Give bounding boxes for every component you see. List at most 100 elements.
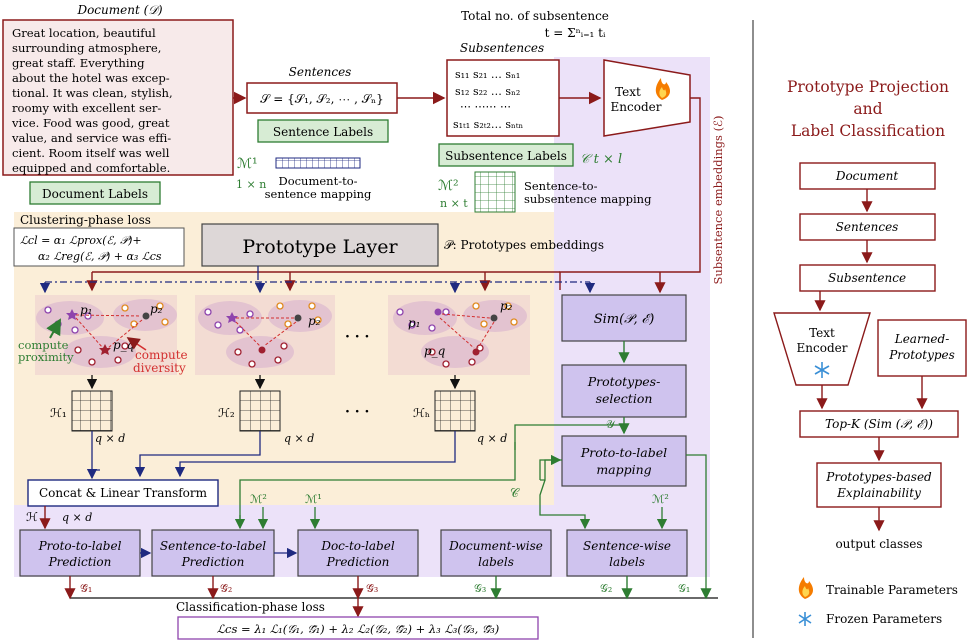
subsent-row: s₁ₜ₁ s₂ₜ₂… sₙₜₙ [453,118,523,131]
sentences-formula: 𝒮 = {𝒮₁, 𝒮₂, ⋯ , 𝒮ₙ} [260,92,384,106]
g1-label: 𝒢₁ [678,582,690,595]
rp-encoder-2: Encoder [797,341,848,355]
cluster-panel-1: p₁ p₂ p_q [35,295,177,375]
doc-labels-2: labels [478,555,514,569]
m2b-pred-symbol: ℳ² [652,492,669,506]
encoder-label-1: Text [615,85,641,99]
proto-label-p2: p₂ [500,299,513,313]
right-title-2: and [853,100,882,118]
document-line: vice. Food was good, great [11,116,170,130]
m2-matrix [474,171,516,213]
rp-explain-box [816,462,942,508]
right-title-3: Label Classification [791,122,945,140]
document-line: value, and service was effi- [11,131,171,145]
rp-learned-box [877,319,967,377]
diversity-arrow [126,337,147,351]
document-line: great staff. Everything [12,56,145,70]
document-line: roomy with excellent ser- [12,101,161,115]
rp-sentences: Sentences [836,220,899,234]
g2-label: 𝒢₂ [600,582,612,595]
g3hat-label: 𝒢̃₃ [366,582,378,595]
h1-label: ℋ₁ [50,406,67,420]
subsent-count-title: Total no. of subsentence [461,9,609,23]
subsent-box [446,59,560,137]
compute-diversity-1: compute [135,348,188,362]
document-line: tional. It was clean, stylish, [12,86,173,100]
g2hat-label: 𝒢̃₂ [220,582,232,595]
doc-pred-2: Prediction [326,555,390,569]
clustering-title: Clustering-phase loss [20,213,151,227]
m2-symbol: ℳ² [438,178,459,194]
doc-pred-box [297,529,419,577]
proto-label-p1: p₁ [80,303,93,317]
selection-label-1: Prototypes- [587,374,661,389]
proto-label-pq: p_q [424,344,446,358]
sentence-pred-box [151,529,275,577]
m2-pred-symbol: ℳ² [250,492,267,506]
clustering-formula-2: α₂ ℒreg(ℰ, 𝒫) + α₃ ℒcs [38,250,162,263]
prototype-layer-label: Prototype Layer [242,236,398,258]
cluster-ellipsis: · · · [345,329,369,345]
classification-loss-box [177,616,539,640]
y-route [514,424,624,450]
text-encoder-shape [603,59,691,137]
h2-dims: q × d [284,432,314,445]
clustering-formula-1: ℒcl = α₁ ℒprox(ℰ, 𝒫)+ [20,234,142,247]
c-symbol: 𝒞 t × l [580,152,622,167]
subsent-title: Subsentences [460,41,544,55]
m2-caption-1: Sentence-to- [524,179,598,193]
rp-explain-2: Explainability [836,486,921,500]
h1-matrix [71,390,113,432]
hh-dims: q × d [477,432,507,445]
m2-dims: n × t [440,197,468,210]
rp-learned-2: Prototypes [888,348,955,362]
document-line: surrounding atmosphere, [12,41,161,55]
proto-pred-2: Prediction [48,555,112,569]
m1-dims: 1 × n [236,178,266,191]
g1hat-label: 𝒢̃₁ [80,582,92,595]
sent-labels-box [566,529,688,577]
subsent-count-formula: t = Σⁿᵢ₌₁ tᵢ [545,26,606,40]
subsent-labels-box [438,143,574,167]
legend-snowflake-icon [798,612,812,626]
prototype-embeddings-label: 𝒫: Prototypes embeddings [444,238,604,252]
classification-title: Classification-phase loss [176,600,325,614]
proto-label-p2: p₂ [308,314,321,328]
sentence-pred-1: Sentence-to-label [160,539,266,553]
g3-label: 𝒢₃ [474,582,486,595]
compute-diversity-2: diversity [133,361,186,375]
mapping-label-1: Proto-to-label [580,445,667,460]
clustering-loss-box [13,227,185,267]
hh-matrix [434,390,476,432]
sentence-labels-text: Sentence Labels [273,125,373,139]
rp-encoder-1: Text [809,326,835,340]
document-line: about the hotel was excep- [12,71,170,85]
sentence-labels-box [257,119,389,143]
h2-label: ℋ₂ [218,406,235,420]
snowflake-icon [814,362,830,378]
selection-label-2: selection [596,391,653,406]
concat-dims: q × d [62,511,92,524]
prototype-star [66,309,78,320]
prototype-layer-box [201,223,439,267]
right-title-1: Prototype Projection [787,78,949,96]
mapping-box [561,435,687,487]
subsent-row: s₁₂ s₂₂ … sₙ₂ [455,85,520,98]
doc-labels-box [440,529,552,577]
legend-frozen: Frozen Parameters [826,612,942,626]
c-to-sentwise [539,479,591,530]
sent-labels-1: Sentence-wise [583,539,671,553]
subsent-row: ⋯ ⋯⋯ ⋯ [460,100,511,113]
proto-pred-box [19,529,141,577]
doc-pred-1: Doc-to-label [320,539,394,553]
y-to-sentence-pred [239,455,516,528]
m2-caption-2: subsentence mapping [524,192,652,206]
sentences-box [246,82,398,114]
document-labels-text: Document Labels [42,187,148,201]
rp-learned-1: Learned- [894,332,950,346]
prototype-point [142,312,150,320]
h1-dims: q × d [95,432,125,445]
compute-proximity-2: proximity [18,350,74,364]
h-symbol: ℋ [26,510,38,524]
